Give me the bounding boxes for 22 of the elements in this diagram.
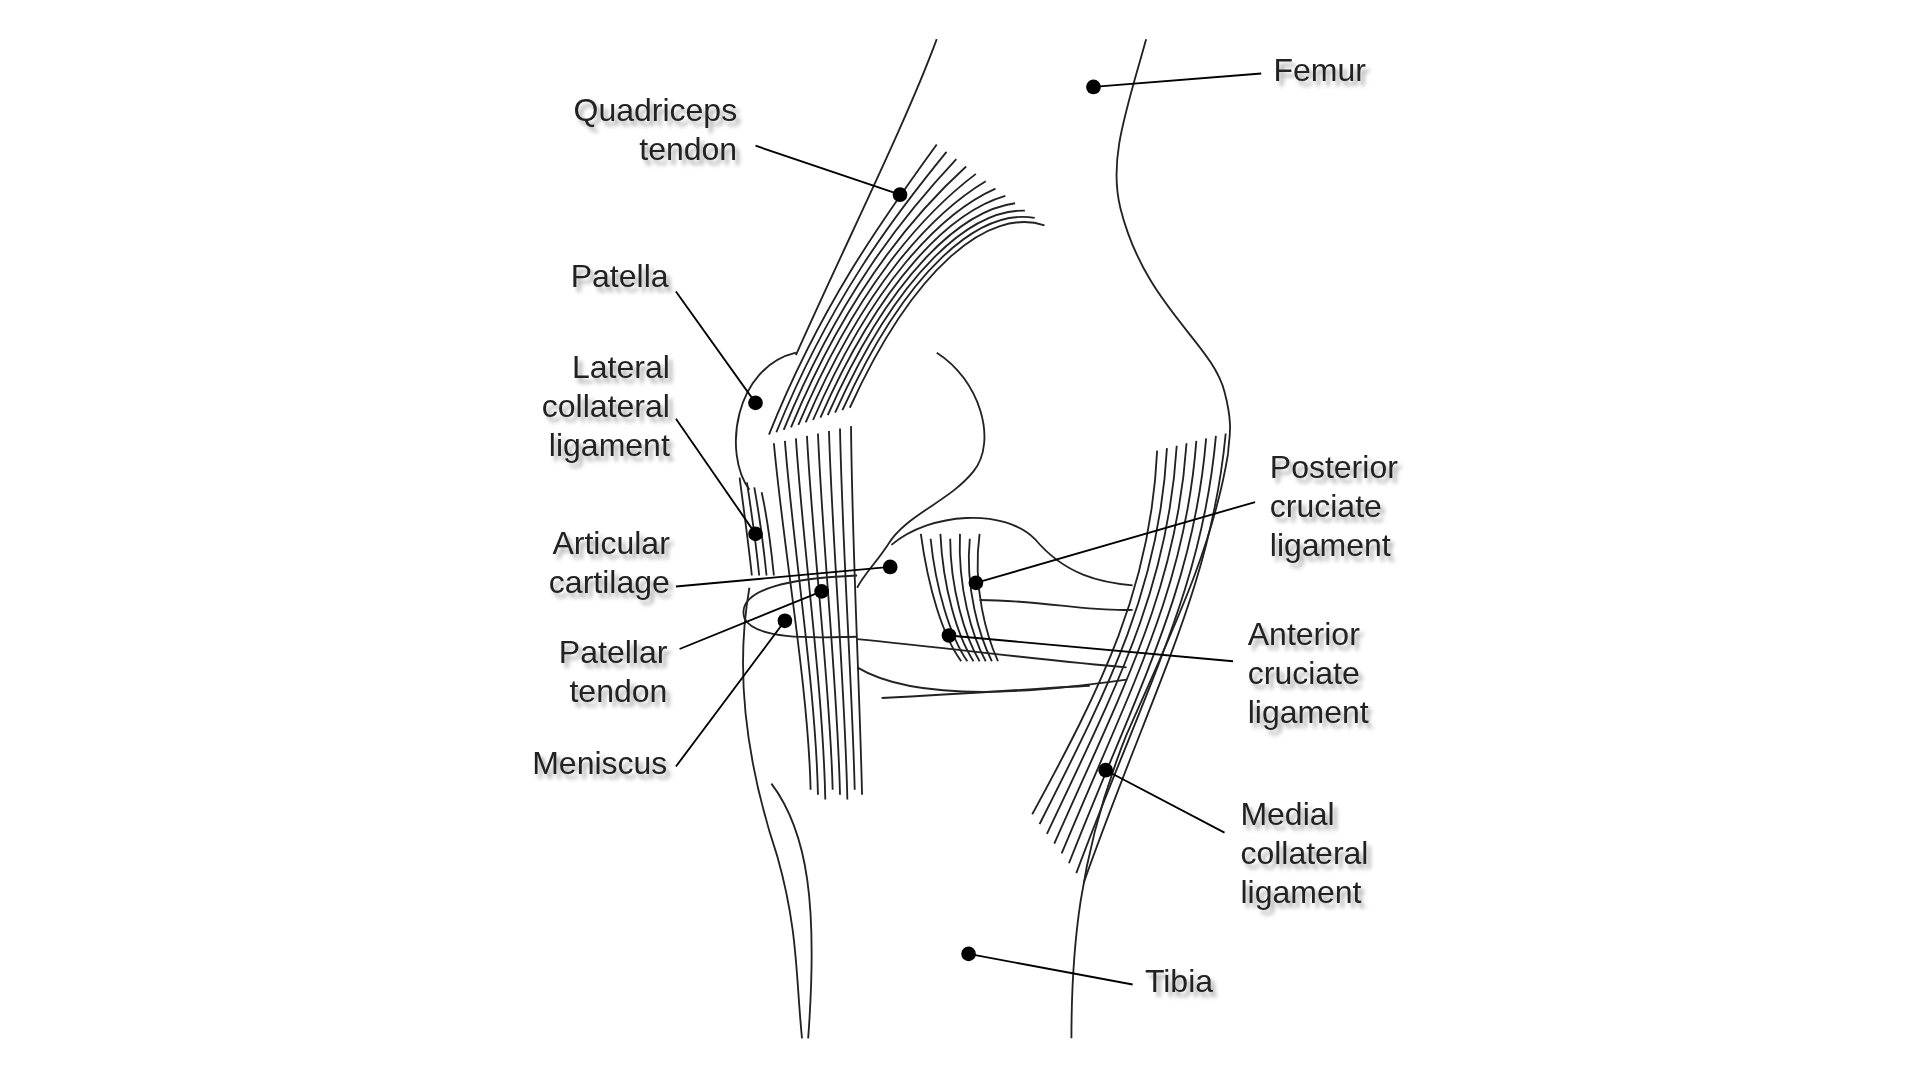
- anatomy-label: Quadriceps tendon: [526, 90, 738, 169]
- anatomy-label: Tibia: [1144, 962, 1243, 1002]
- anatomy-label: Posterior cruciate ligament: [1269, 448, 1442, 566]
- anatomy-label: Meniscus: [489, 744, 668, 784]
- anatomy-label: Anterior cruciate ligament: [1247, 614, 1407, 732]
- anatomy-label: Articular cartilage: [502, 524, 670, 603]
- leader-line: [941, 628, 1234, 663]
- anatomy-label: Femur: [1273, 51, 1409, 91]
- anatomy-label: Lateral collateral ligament: [495, 347, 670, 465]
- leader-line: [675, 559, 898, 588]
- leader-line: [675, 290, 763, 411]
- leader-line: [675, 613, 793, 768]
- leader-line: [1098, 762, 1226, 834]
- leader-line: [678, 584, 829, 650]
- anatomy-label: Medial collateral ligament: [1240, 794, 1412, 912]
- anatomy-label: Patellar tendon: [520, 633, 668, 712]
- leader-line: [1086, 72, 1263, 95]
- leader-line: [961, 946, 1134, 986]
- leader-line: [754, 144, 908, 203]
- leader-line: [675, 417, 763, 542]
- anatomy-label: Patella: [538, 257, 669, 297]
- leader-line: [968, 501, 1256, 591]
